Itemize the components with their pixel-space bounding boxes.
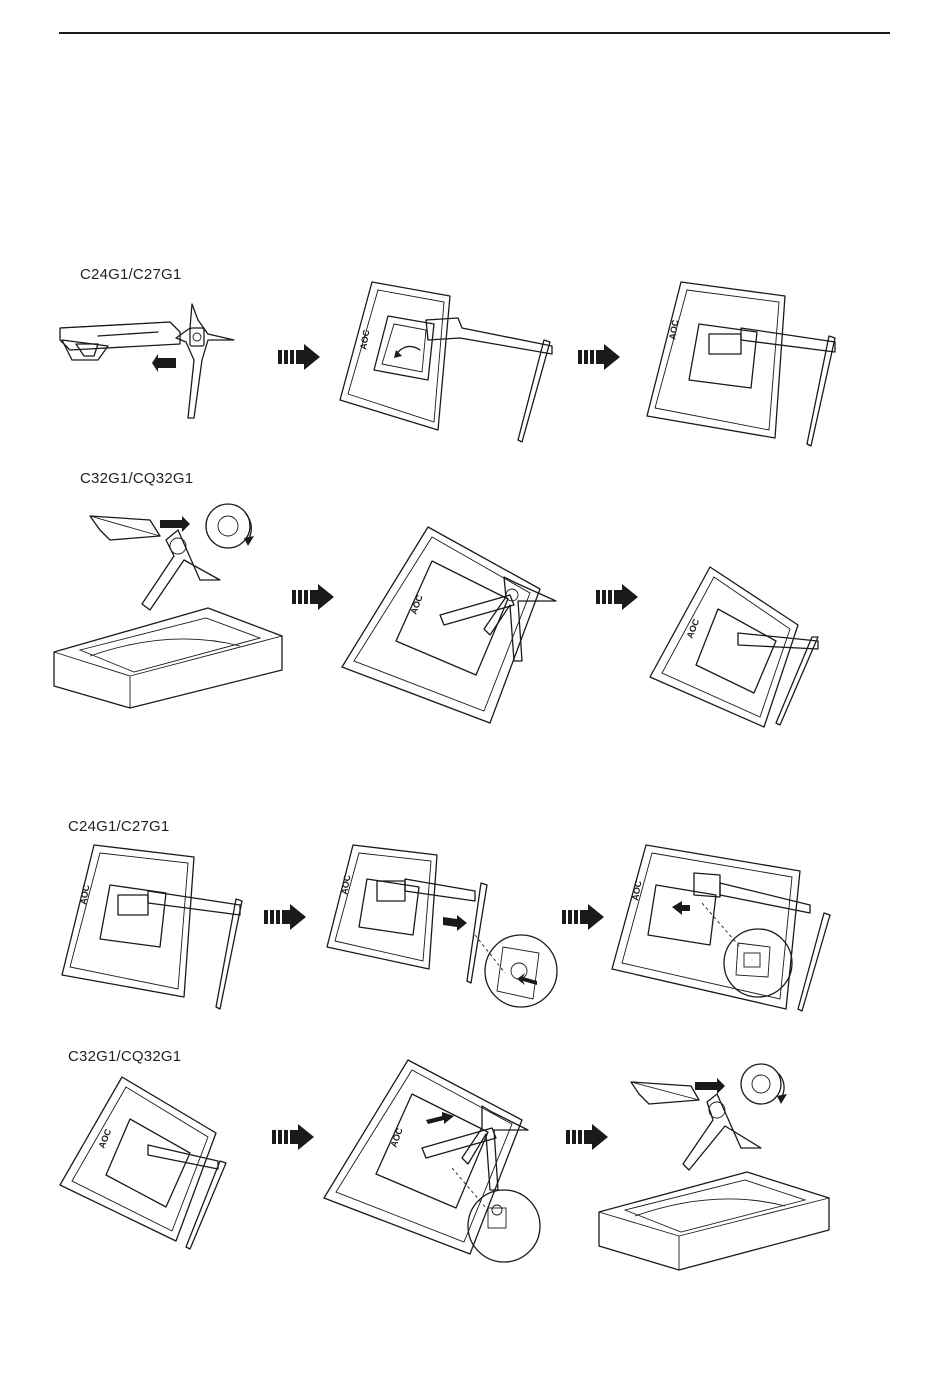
stand-32-removed-illustration	[595, 1062, 835, 1277]
monitor-assembled-illustration: AOC	[645, 280, 845, 450]
monitor-assembled-32-illustration: AOC	[648, 565, 838, 730]
aoc-logo: AOC	[78, 883, 91, 905]
monitor-remove-start-illustration: AOC	[60, 843, 255, 1013]
release-button-illustration: AOC	[325, 843, 560, 1008]
stand-detach-illustration: AOC	[610, 843, 840, 1013]
model-label: C24G1/C27G1	[80, 266, 181, 283]
model-label: C24G1/C27G1	[68, 818, 169, 835]
step-arrow-icon	[264, 904, 306, 930]
step-arrow-icon	[272, 1124, 314, 1150]
model-label: C32G1/CQ32G1	[80, 470, 193, 487]
monitor-in-foam-illustration: AOC	[340, 525, 565, 725]
aoc-logo: AOC	[388, 1126, 404, 1149]
aoc-logo: AOC	[339, 873, 352, 895]
step-arrow-icon	[596, 584, 638, 610]
monitor-32-release-illustration: AOC	[322, 1058, 547, 1273]
aoc-logo: AOC	[358, 328, 371, 350]
step-arrow-icon	[278, 344, 320, 370]
aoc-logo: AOC	[667, 318, 680, 340]
aoc-logo: AOC	[97, 1127, 114, 1150]
monitor-32-remove-start-illustration: AOC	[58, 1075, 238, 1250]
model-label: C32G1/CQ32G1	[68, 1048, 181, 1065]
step-arrow-icon	[292, 584, 334, 610]
step-arrow-icon	[578, 344, 620, 370]
aoc-logo: AOC	[408, 593, 424, 616]
header-rule	[59, 32, 890, 34]
monitor-attach-illustration: AOC	[338, 280, 560, 445]
aoc-logo: AOC	[685, 617, 702, 640]
aoc-logo: AOC	[630, 879, 643, 901]
stand-assembly-illustration	[58, 300, 248, 420]
step-arrow-icon	[562, 904, 604, 930]
stand-and-foam-illustration	[50, 500, 290, 710]
